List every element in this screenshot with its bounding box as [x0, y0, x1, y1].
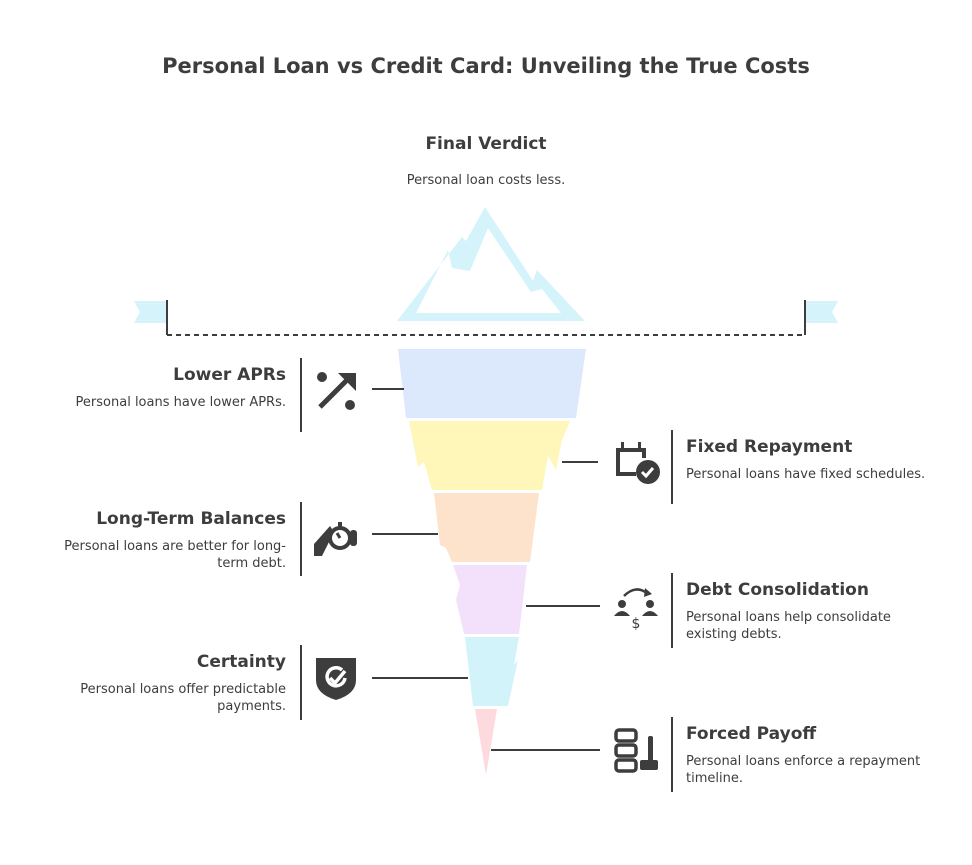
- item-description: Personal loans are better for long-term …: [64, 539, 286, 571]
- left-flag: [134, 301, 167, 323]
- page-title: Personal Loan vs Credit Card: Unveiling …: [162, 54, 810, 78]
- item-divider: [300, 358, 302, 432]
- item-title: Fixed Repayment: [686, 437, 853, 457]
- coins-gavel-icon: [614, 728, 658, 773]
- item-description: Personal loans have fixed schedules.: [686, 467, 926, 482]
- connector-line: [526, 605, 600, 607]
- item-divider: [671, 717, 673, 792]
- verdict-title: Final Verdict: [425, 134, 547, 154]
- connector-line: [491, 749, 600, 751]
- iceberg-layer: [453, 565, 527, 634]
- connector-line: [372, 388, 404, 390]
- item-divider: [300, 645, 302, 720]
- item-description: Personal loans offer predictable payment…: [80, 682, 286, 714]
- calendar-check-icon: [616, 442, 660, 484]
- connector-line: [372, 677, 468, 679]
- iceberg-layer: [434, 493, 539, 562]
- hand-stopwatch-icon: [314, 522, 357, 556]
- people-money-transfer-icon: $: [614, 588, 658, 630]
- svg-text:$: $: [632, 616, 641, 630]
- item-title: Forced Payoff: [686, 724, 817, 744]
- iceberg-layer: [409, 421, 570, 490]
- item-title: Lower APRs: [173, 365, 286, 385]
- item-divider: [300, 502, 302, 576]
- connector-line: [372, 533, 438, 535]
- item-title: Long-Term Balances: [96, 509, 286, 529]
- item-description: Personal loans enforce a repayment timel…: [686, 754, 921, 786]
- item-description: Personal loans have lower APRs.: [75, 395, 286, 410]
- right-flag: [805, 301, 838, 323]
- iceberg-layer: [398, 349, 586, 418]
- shield-check-icon: [316, 658, 356, 700]
- item-divider: [671, 573, 673, 648]
- item-divider: [671, 430, 673, 504]
- item-description: Personal loans help consolidate existing…: [686, 610, 891, 642]
- iceberg-layer: [475, 709, 497, 775]
- verdict-description: Personal loan costs less.: [406, 173, 566, 188]
- percent-up-icon: [317, 372, 356, 410]
- item-title: Certainty: [196, 652, 286, 672]
- iceberg-tip: [397, 207, 585, 321]
- connector-line: [562, 461, 598, 463]
- iceberg-layer: [465, 637, 519, 706]
- item-title: Debt Consolidation: [686, 580, 869, 600]
